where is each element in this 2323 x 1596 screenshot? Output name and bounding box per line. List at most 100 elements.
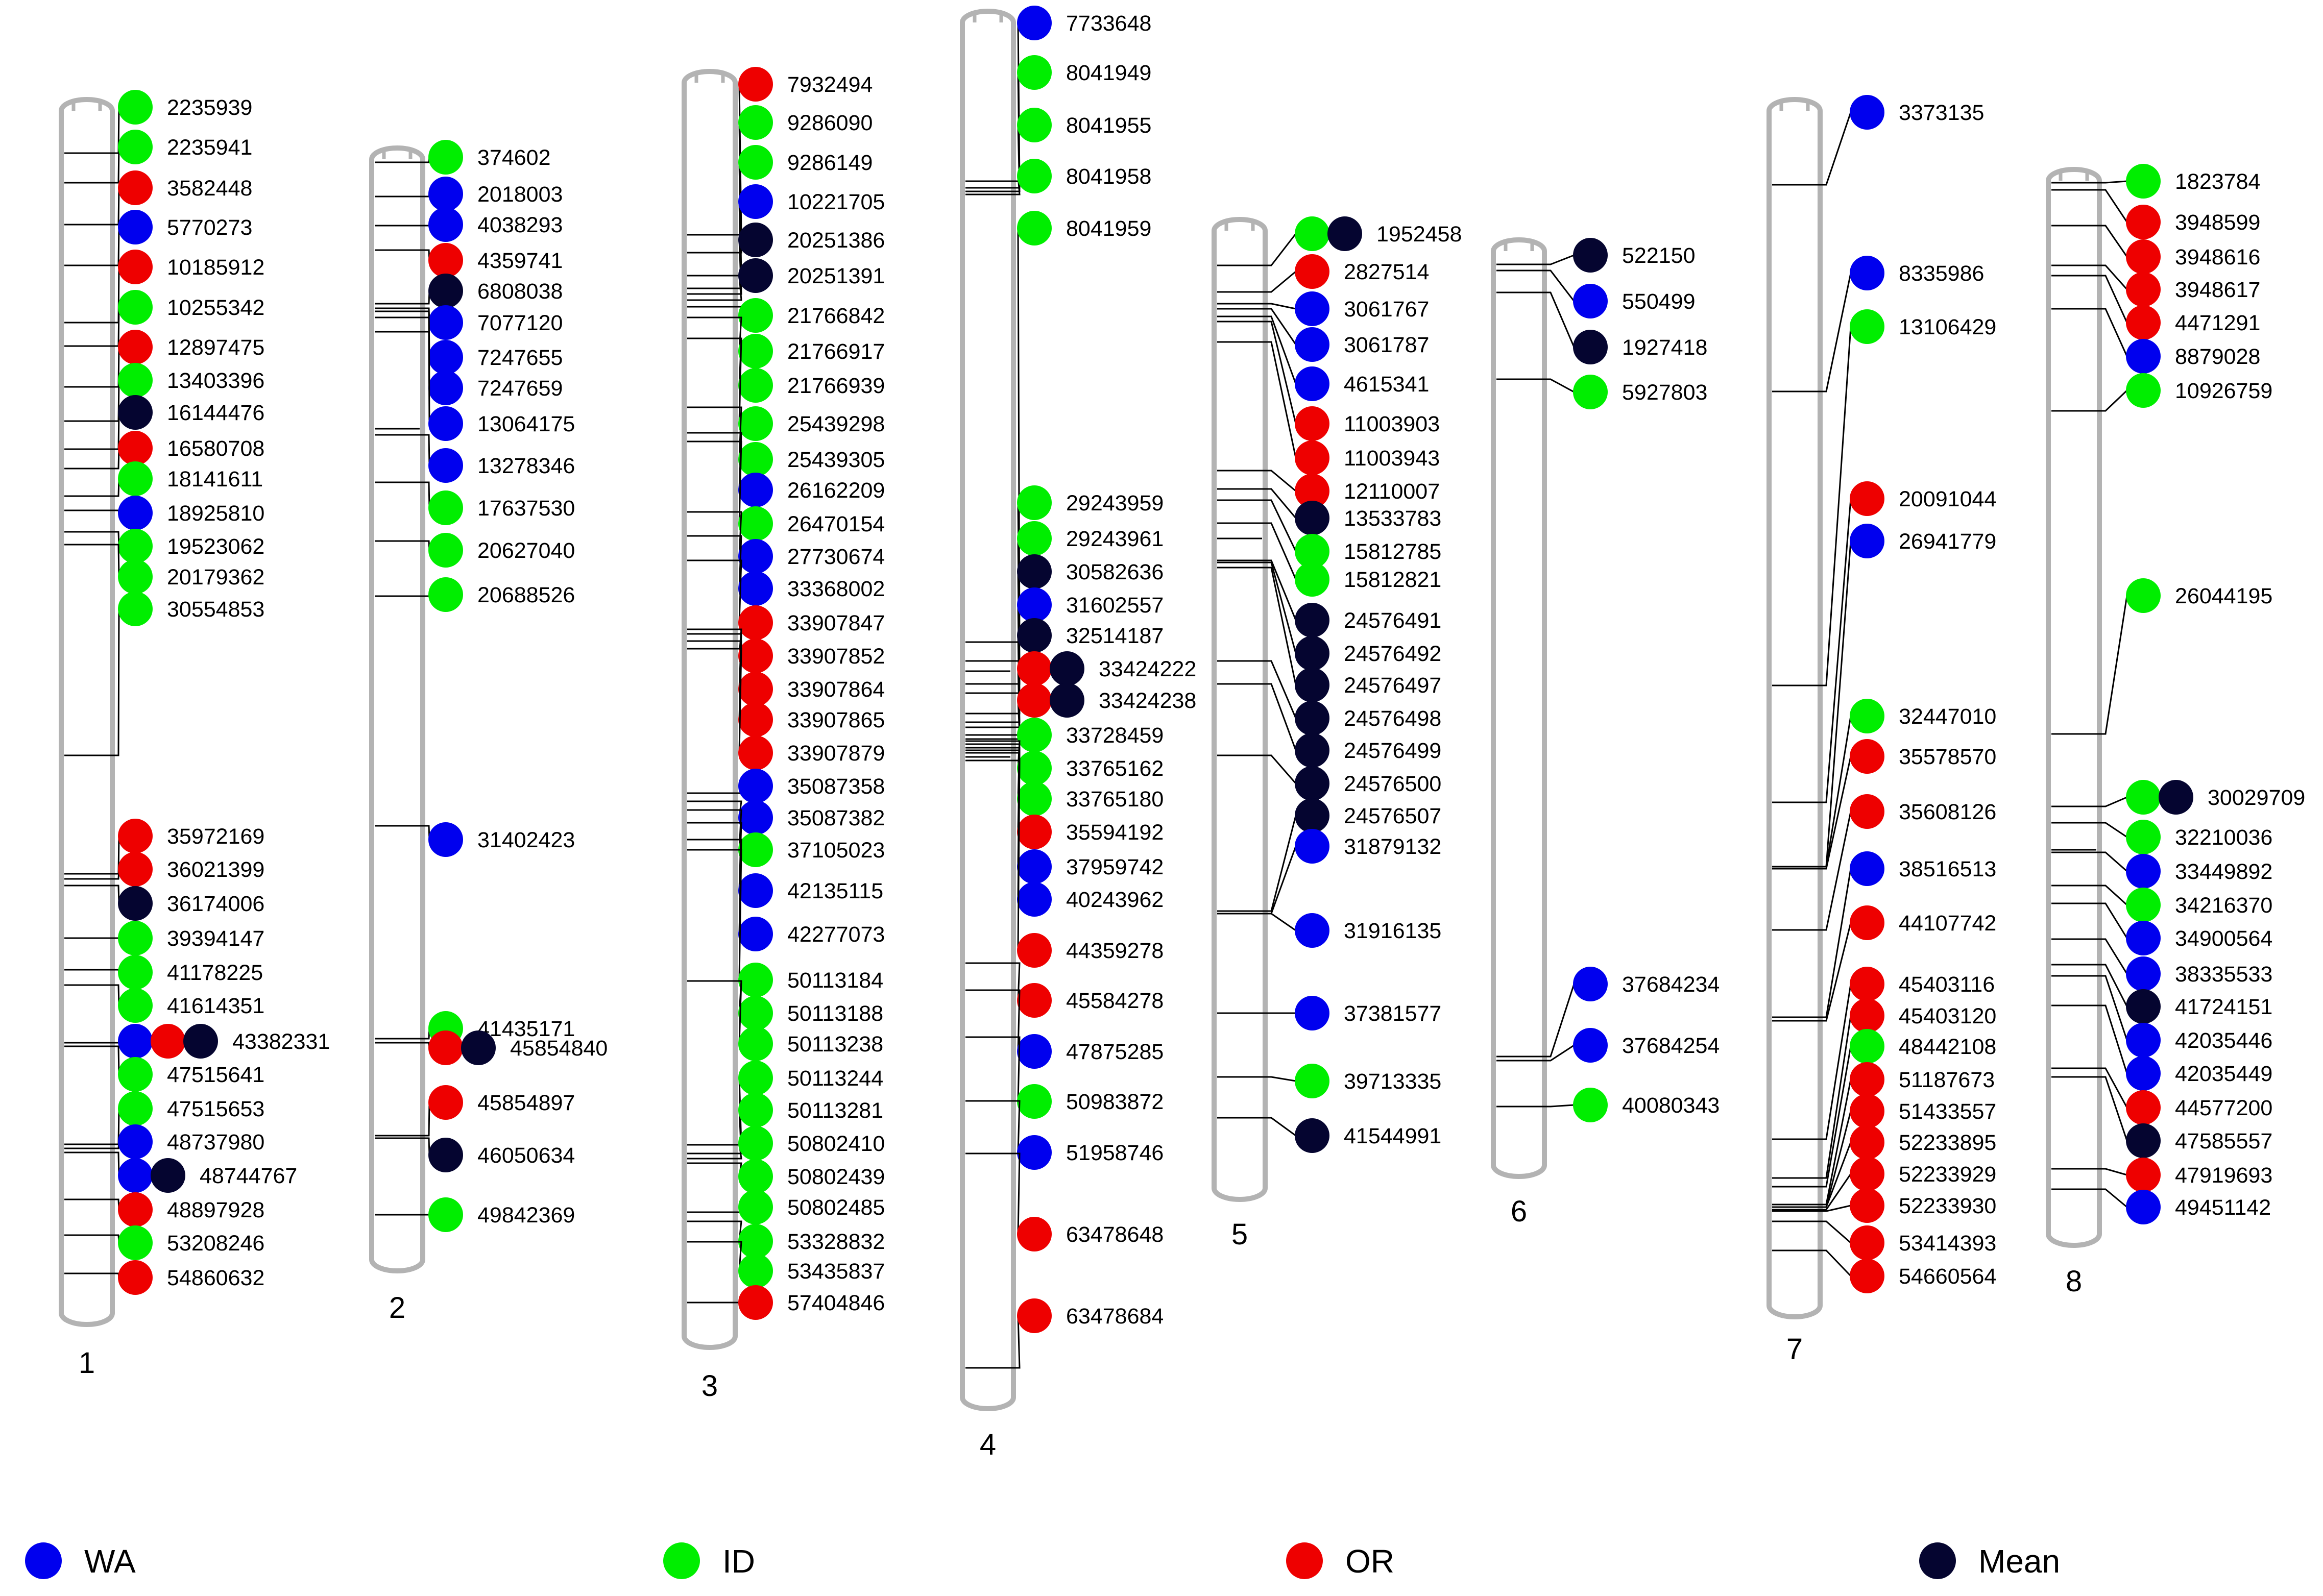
marker-position-label: 8041958 xyxy=(1066,164,1151,189)
marker: 8041959 xyxy=(1010,211,1151,643)
marker-position-label: 3948617 xyxy=(2175,278,2260,302)
marker-position-label: 46050634 xyxy=(477,1143,575,1168)
marker: 50802410 xyxy=(732,1126,885,1161)
marker-position-label: 45854897 xyxy=(477,1091,575,1115)
marker: 42035446 xyxy=(2096,975,2272,1058)
marker-dot-wa xyxy=(428,340,463,375)
marker-position-label: 8041949 xyxy=(1066,61,1151,85)
marker-connector xyxy=(2096,189,2128,223)
marker-position-label: 4471291 xyxy=(2175,311,2260,335)
marker-position-label: 51433557 xyxy=(1899,1099,1996,1124)
marker-dot-or xyxy=(1850,1094,1884,1128)
marker-position-label: 11003943 xyxy=(1344,446,1440,471)
marker-dot-mean xyxy=(461,1030,496,1065)
marker-dot-or xyxy=(118,330,153,364)
marker-connector xyxy=(1817,756,1852,870)
chromosome-bar xyxy=(1767,97,1823,1319)
marker: 24576498 xyxy=(1262,660,1441,735)
marker-dot-mean xyxy=(428,1138,463,1172)
marker-dot-or xyxy=(1017,983,1052,1018)
marker-dot-or xyxy=(151,1024,185,1059)
marker-position-label: 50113188 xyxy=(787,1001,883,1026)
marker: 26470154 xyxy=(732,440,885,541)
marker-dot-wa xyxy=(428,371,463,405)
chromosome-bar xyxy=(1491,237,1547,1179)
marker-connector xyxy=(2096,308,2128,357)
marker-dot-id xyxy=(428,490,463,525)
marker: 3948599 xyxy=(2096,189,2260,239)
marker-position-label: 31879132 xyxy=(1344,834,1441,859)
marker: 19523062 xyxy=(109,529,264,563)
marker: 2018003 xyxy=(420,177,563,211)
marker-dot-id xyxy=(738,506,773,541)
marker-dot-wa xyxy=(118,210,153,244)
marker-position-label: 7247655 xyxy=(477,346,563,370)
marker-connector xyxy=(732,275,742,301)
marker-connector xyxy=(1262,488,1297,519)
marker-position-label: 48897928 xyxy=(167,1198,264,1222)
marker-dot-id xyxy=(738,832,773,867)
marker-position-label: 8041955 xyxy=(1066,113,1151,138)
marker-position-label: 20688526 xyxy=(477,583,575,607)
marker: 46050634 xyxy=(420,1137,575,1172)
marker-connector xyxy=(1262,271,1296,293)
marker-position-label: 13403396 xyxy=(167,369,264,393)
marker-dot-id xyxy=(738,1254,773,1288)
marker-dot-id xyxy=(1295,1064,1329,1098)
marker-dot-id xyxy=(1017,159,1052,193)
marker-position-label: 37684254 xyxy=(1622,1034,1720,1058)
marker-dot-or xyxy=(1295,440,1329,475)
marker-dot-wa xyxy=(738,539,773,574)
marker-dot-id xyxy=(1573,1088,1608,1122)
marker-dot-id xyxy=(118,1225,153,1260)
marker-dot-or xyxy=(738,735,773,770)
marker-dot-wa xyxy=(1017,1034,1052,1069)
marker-dot-wa xyxy=(2126,339,2161,374)
marker-position-label: 24576491 xyxy=(1344,608,1441,633)
marker: 35087382 xyxy=(732,800,885,835)
marker: 3948616 xyxy=(2096,225,2260,274)
marker: 20251391 xyxy=(732,258,885,301)
marker-position-label: 3061767 xyxy=(1344,297,1429,322)
marker: 8879028 xyxy=(2096,308,2260,374)
marker-position-label: 31402423 xyxy=(477,828,575,852)
marker-dot-or xyxy=(2126,1158,2161,1192)
marker-connector xyxy=(1262,913,1296,931)
marker: 47585557 xyxy=(2096,1076,2272,1158)
legend-swatch xyxy=(663,1542,700,1579)
marker-dot-id xyxy=(1850,1029,1884,1064)
marker-position-label: 33907852 xyxy=(787,644,885,669)
marker: 13403396 xyxy=(109,363,264,422)
marker-position-label: 38516513 xyxy=(1899,857,1996,881)
marker-connector xyxy=(109,1151,120,1176)
marker: 8041958 xyxy=(1010,159,1151,195)
chromosome-1: 2235939223594135824485770273101859121025… xyxy=(59,90,330,1380)
marker: 10221705 xyxy=(732,184,885,289)
chromosome-6: 5221505504991927418592780337684234376842… xyxy=(1491,237,1720,1228)
marker: 20091044 xyxy=(1817,481,1996,803)
marker-position-label: 50802410 xyxy=(787,1132,885,1156)
marker-position-label: 34216370 xyxy=(2175,893,2272,918)
marker-dot-wa xyxy=(1295,913,1329,948)
marker-position-label: 5770273 xyxy=(167,215,252,240)
marker: 54660564 xyxy=(1817,1249,1996,1293)
marker: 1927418 xyxy=(1541,291,1707,364)
marker-position-label: 29243961 xyxy=(1066,527,1164,551)
marker-dot-or xyxy=(118,1260,153,1295)
marker-dot-mean xyxy=(1295,668,1329,702)
marker: 31916135 xyxy=(1262,913,1441,948)
marker: 33765180 xyxy=(1010,743,1164,816)
marker-dot-id xyxy=(738,334,773,369)
marker-dot-wa xyxy=(738,769,773,803)
marker-position-label: 3373135 xyxy=(1899,101,1984,125)
marker-dot-wa xyxy=(738,800,773,835)
marker: 37684254 xyxy=(1541,1028,1720,1063)
marker: 52233930 xyxy=(1817,1188,1996,1223)
marker-position-label: 4038293 xyxy=(477,213,563,237)
marker: 21766842 xyxy=(732,298,885,333)
marker: 45403116 xyxy=(1817,967,1995,1140)
marker-connector xyxy=(1817,273,1852,392)
marker-connector xyxy=(1262,315,1297,384)
marker-position-label: 550499 xyxy=(1622,289,1696,314)
marker: 12897475 xyxy=(109,330,264,388)
